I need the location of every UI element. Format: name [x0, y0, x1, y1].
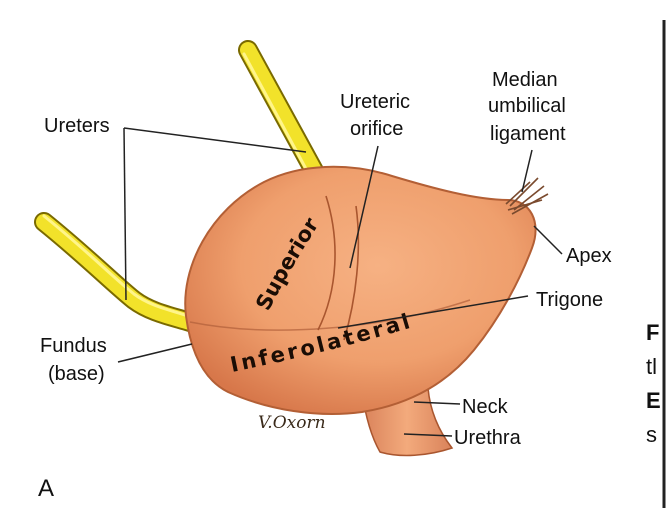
urethra-label: Urethra — [454, 427, 522, 449]
fundus-label-line1: Fundus — [40, 335, 107, 357]
artist-signature: V.Oxorn — [258, 413, 326, 433]
edge-glyph: F — [646, 320, 659, 345]
neck-label: Neck — [462, 396, 509, 418]
bladder-body — [185, 167, 535, 414]
ureteric-orifice-label-line2: orifice — [350, 118, 403, 140]
lower-ureter — [44, 216, 190, 322]
median-umbilical-label-line1: Median — [492, 69, 558, 91]
fundus-leader — [118, 344, 192, 362]
ureters-leader-upper — [124, 128, 306, 152]
trigone-label: Trigone — [536, 289, 603, 311]
apex-label: Apex — [566, 245, 612, 267]
median-umbilical-label-line2: umbilical — [488, 95, 566, 117]
panel-letter: A — [38, 475, 54, 502]
ureteric-orifice-label-line1: Ureteric — [340, 91, 410, 113]
fundus-label-line2: (base) — [48, 363, 105, 385]
edge-glyph: tl — [646, 354, 657, 379]
ureters-label: Ureters — [44, 115, 110, 137]
edge-glyph: s — [646, 422, 657, 447]
median-umbilical-label-line3: ligament — [490, 123, 566, 145]
edge-glyph: E — [646, 388, 661, 413]
upper-ureter — [244, 50, 318, 180]
ureters-leader-lower — [124, 128, 126, 300]
apex-leader — [534, 226, 562, 254]
